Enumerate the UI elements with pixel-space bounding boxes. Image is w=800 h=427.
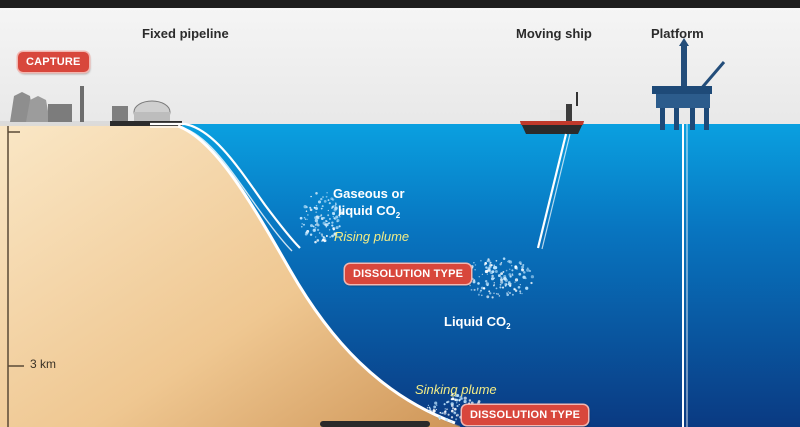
fixed-pipeline bbox=[150, 122, 456, 425]
fixed-pipeline-label: Fixed pipeline bbox=[142, 26, 229, 41]
oil-platform-icon bbox=[652, 38, 726, 130]
power-plant-icon bbox=[10, 86, 128, 122]
bottom-bar bbox=[320, 421, 430, 427]
gaseous-label-line1: Gaseous or bbox=[333, 186, 405, 201]
platform-label: Platform bbox=[651, 26, 704, 41]
moving-ship-label: Moving ship bbox=[516, 26, 592, 41]
seabed bbox=[0, 124, 460, 427]
platform-pipe bbox=[682, 124, 688, 427]
dissolution-type-badge-1: DISSOLUTION TYPE bbox=[345, 264, 472, 284]
capture-badge: CAPTURE bbox=[18, 52, 89, 72]
ship-icon bbox=[520, 92, 584, 134]
rising-plume-label: Rising plume bbox=[334, 229, 410, 244]
sinking-plume-label: Sinking plume bbox=[415, 382, 497, 397]
top-bar bbox=[0, 0, 800, 8]
liquid-co2-label: Liquid CO2 bbox=[444, 314, 511, 331]
dissolution-type-badge-2: DISSOLUTION TYPE bbox=[462, 405, 589, 425]
gaseous-label-line2: liquid CO2 bbox=[338, 203, 401, 220]
rising-plume-bubbles bbox=[299, 192, 345, 244]
depth-label: 3 km bbox=[30, 357, 57, 371]
ship-pipe bbox=[536, 133, 571, 250]
